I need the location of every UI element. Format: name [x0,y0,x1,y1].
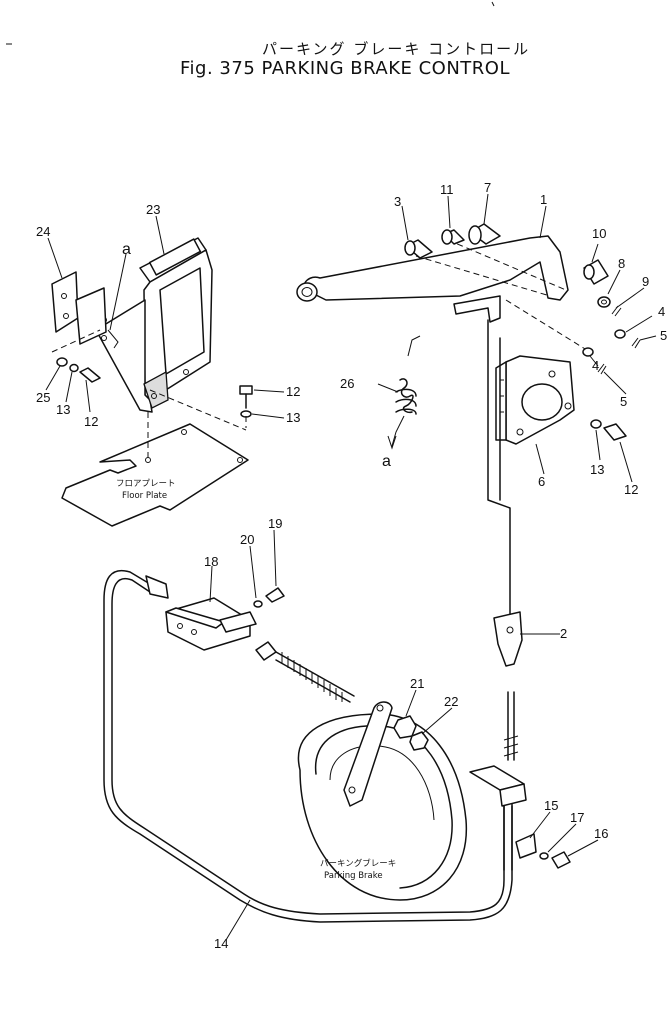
fastener-set-middle [149,385,253,431]
callout-17: 17 [570,810,584,825]
callout-13-right: 13 [590,462,604,477]
nut-22 [409,731,429,751]
washer-8 [597,296,611,308]
plate-24 [51,271,79,333]
floor-plate-label-en: Floor Plate [122,491,167,501]
leader-lines [45,193,657,941]
bracket-18 [165,597,257,651]
pin-3 [404,239,433,259]
callout-15: 15 [544,798,558,813]
callout-24: 24 [36,224,50,239]
cotter-a [107,329,119,349]
callout-16: 16 [594,826,608,841]
callout-6: 6 [538,474,545,489]
callout-18: 18 [204,554,218,569]
callout-4-lower: 4 [592,358,599,373]
floor-plate [61,423,249,527]
angle-piece [75,287,107,345]
bolt-16 [551,851,571,869]
callout-1: 1 [540,192,547,207]
title-english: Fig. 375 PARKING BRAKE CONTROL [180,58,510,79]
leader-line [51,329,101,353]
washer-13-right [590,419,602,429]
callout-13-left: 13 [56,402,70,417]
cotter-pin-5-upper [631,337,641,349]
bracket-6 [495,355,575,445]
bolt-19 [265,587,285,603]
floor-plate-label-jp: フロアプレート [116,479,176,489]
nut-21 [393,715,417,739]
callout-a-bottom: a [382,453,391,470]
callout-19: 19 [268,516,282,531]
spring-26 [387,335,421,450]
callout-20: 20 [240,532,254,547]
callout-3: 3 [394,194,401,209]
callout-numbers: 1 2 3 4 4 5 5 6 7 8 9 10 11 12 12 12 13 … [36,180,667,951]
parking-brake-label-en: Parking Brake [324,871,383,881]
bracket-15 [515,833,537,859]
washer-20 [253,600,263,608]
callout-14: 14 [214,936,228,951]
callout-7: 7 [484,180,491,195]
callout-5-lower: 5 [620,394,627,409]
washer-8-hole [601,299,607,305]
fastener-set-left [56,357,101,383]
cable-14 [103,569,513,923]
washer-4-lower [582,347,594,357]
washer-17 [539,852,549,860]
title-japanese: パーキング ブレーキ コントロール [262,40,531,58]
callout-9: 9 [642,274,649,289]
bracket-23 [95,237,213,413]
bolt-12-right [603,423,627,441]
rod-2 [487,319,523,667]
cable-end-assembly [469,691,527,871]
callout-22: 22 [444,694,458,709]
callout-2: 2 [560,626,567,641]
callout-26: 26 [340,376,354,391]
margin-mark [491,1,495,7]
callout-23: 23 [146,202,160,217]
washer-4-upper [614,329,626,339]
parking-brake-drum [297,701,468,901]
callout-5-upper: 5 [660,328,667,343]
callout-a-top: a [122,241,131,258]
threaded-rod [255,641,355,703]
callout-12-middle: 12 [286,384,300,399]
callout-10: 10 [592,226,606,241]
callout-11: 11 [440,182,454,197]
brake-lever-1 [296,235,591,353]
parking-brake-label-jp: パーキングブレーキ [320,858,396,869]
callout-21: 21 [410,676,424,691]
callout-12-right: 12 [624,482,638,497]
cotter-pin-5-lower [597,363,607,375]
pin-11 [441,229,465,245]
callout-4-upper: 4 [658,304,665,319]
callout-25: 25 [36,390,50,405]
callout-13-middle: 13 [286,410,300,425]
callout-8: 8 [618,256,625,271]
callout-12-left: 12 [84,414,98,429]
bushing-10 [583,259,609,285]
pin-7 [468,223,501,245]
